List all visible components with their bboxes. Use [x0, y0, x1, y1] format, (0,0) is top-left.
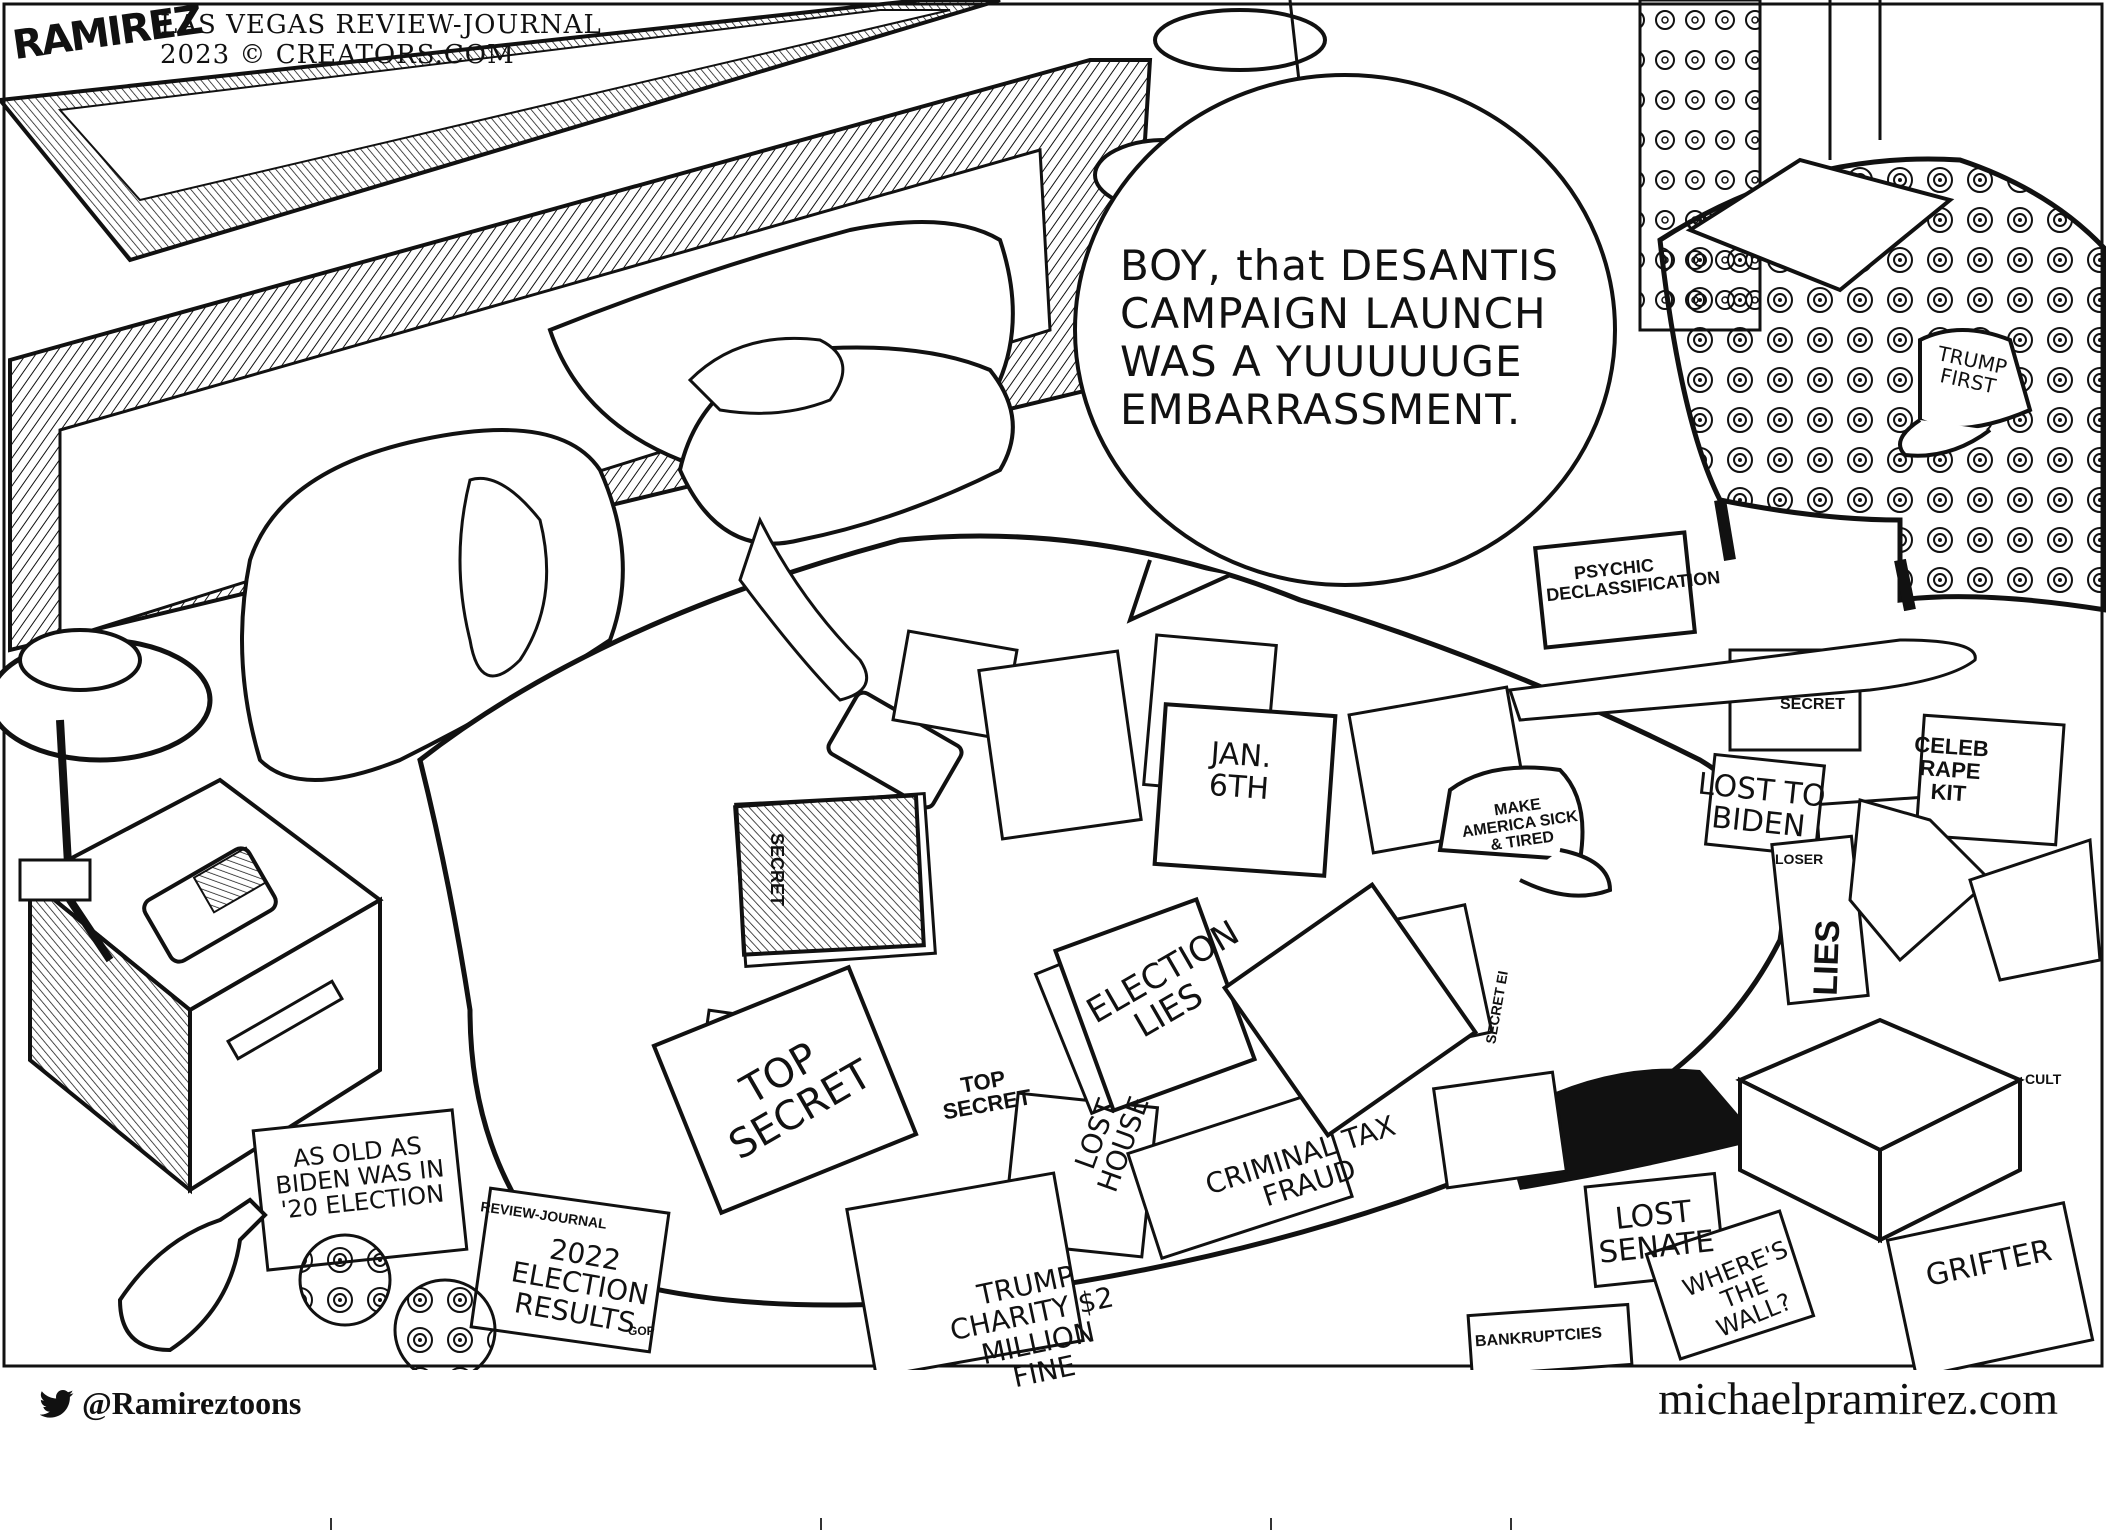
bubble-line-2: CAMPAIGN LAUNCH	[1120, 289, 1547, 338]
ornaments	[298, 1233, 497, 1370]
sleeping-figure	[458, 336, 1015, 810]
crop-mark	[1270, 1518, 1272, 1530]
label-celeb: CELEB RAPE KIT	[1913, 731, 1990, 807]
cartoon-artwork	[0, 0, 2106, 1370]
publication-credit: LAS VEGAS REVIEW-JOURNAL 2023 © CREATORS…	[160, 10, 602, 70]
label-lost-senate: LOST SENATE	[1597, 1194, 1717, 1271]
label-jan-6th: JAN. 6TH	[1207, 735, 1273, 807]
label-lost-to-biden: LOST to BIDEN	[1696, 766, 1828, 845]
make-america-cap	[1437, 765, 1613, 898]
bubble-line-4: EMBARRASSMENT.	[1120, 385, 1522, 434]
label-gop: GOP	[628, 1324, 655, 1338]
label-secret-card: SECRET	[1780, 696, 1845, 713]
twitter-handle-link[interactable]: @Ramireztoons	[40, 1385, 301, 1422]
speech-bubble	[1073, 73, 1617, 624]
label-lies: LIES	[1806, 919, 1848, 997]
lies-pile	[1848, 798, 2102, 982]
champagne-bottle	[117, 1197, 268, 1353]
crop-mark	[330, 1518, 332, 1530]
twitter-bird-icon	[40, 1389, 74, 1418]
bubble-line-3: WAS A YUUUUUGE	[1120, 337, 1523, 386]
label-secret-folder: SECRET	[766, 832, 787, 906]
crop-mark	[820, 1518, 822, 1530]
credit-line-2: 2023 © CREATORS.COM	[160, 40, 515, 70]
credit-line-1: LAS VEGAS REVIEW-JOURNAL	[160, 10, 602, 40]
baseball-bat	[1508, 638, 1977, 722]
website-link[interactable]: michaelpramirez.com	[1658, 1373, 2058, 1424]
wall-painting	[0, 0, 1001, 263]
label-cult: CULT	[2025, 1071, 2062, 1087]
speech-bubble-text: BOY, that DESANTIS CAMPAIGN LAUNCH WAS A…	[1120, 242, 1580, 434]
telephone-icon	[142, 846, 278, 964]
crop-mark	[1510, 1518, 1512, 1530]
twitter-handle-text: @Ramireztoons	[82, 1385, 302, 1421]
label-loser: LOSER	[1775, 851, 1824, 867]
trump-first-cap	[1898, 328, 2033, 458]
armchair	[1657, 156, 2106, 613]
bubble-line-1: BOY, that DESANTIS	[1120, 241, 1560, 290]
binders	[651, 530, 1698, 1216]
bedside-lamp	[0, 628, 213, 963]
trash-box	[1735, 1017, 2025, 1244]
